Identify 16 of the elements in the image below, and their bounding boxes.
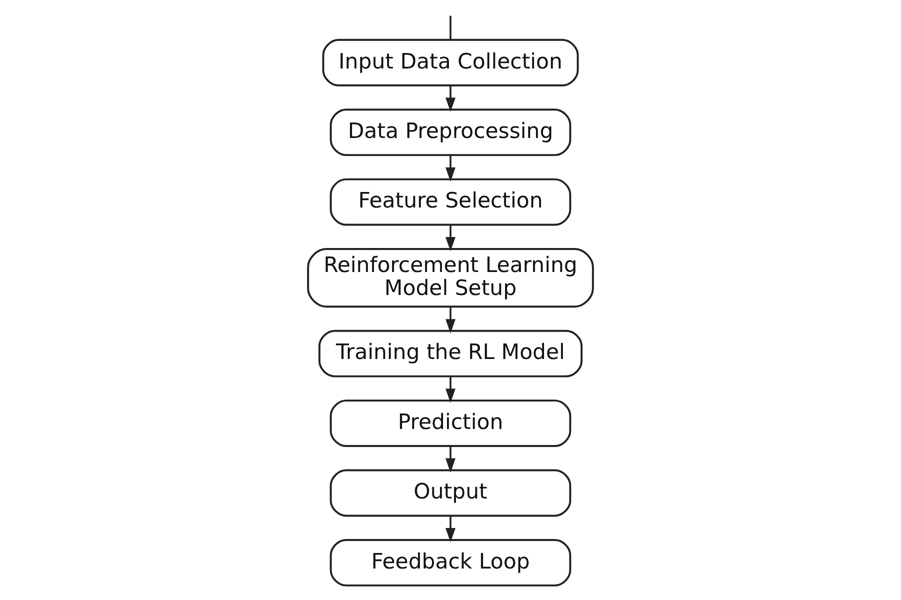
node-box: Feature Selection (330, 178, 572, 226)
arrow (446, 225, 456, 252)
connector (450, 16, 452, 40)
arrow (446, 516, 456, 542)
node-box: Reinforcement Learning Model Setup (307, 248, 594, 308)
arrow (446, 376, 456, 403)
node-box: Training the RL Model (318, 330, 583, 378)
node-box: Feedback Loop (330, 538, 572, 586)
node-box: Input Data Collection (322, 38, 579, 86)
arrow (446, 86, 456, 112)
arrow (446, 306, 456, 334)
arrow (446, 446, 456, 473)
node-box: Data Preprocessing (330, 108, 572, 156)
node-box: Output (330, 469, 572, 517)
arrow (446, 156, 456, 182)
node-box: Prediction (330, 400, 572, 447)
